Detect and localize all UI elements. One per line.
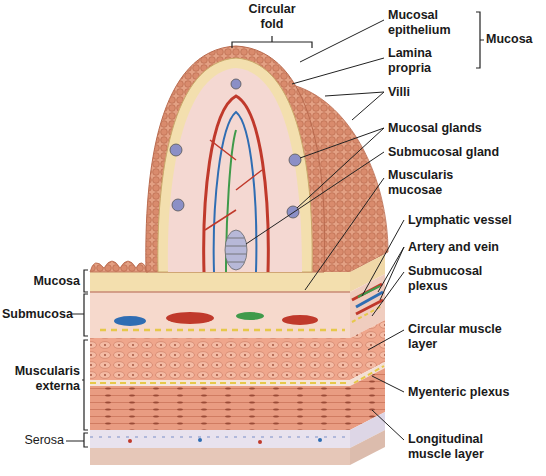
- part-label: Mucosal glands: [388, 121, 482, 136]
- part-label: Serosa: [6, 433, 64, 448]
- part-label: Villi: [388, 85, 410, 100]
- part-label: Lymphatic vessel: [408, 213, 512, 228]
- part-label: Artery and vein: [408, 240, 499, 255]
- part-label: Mucosa: [486, 32, 533, 47]
- part-label: Submucosal gland: [388, 145, 499, 160]
- part-label: Lamina propria: [388, 46, 468, 76]
- part-label: Myenteric plexus: [408, 385, 509, 400]
- part-label: Muscularis externa: [2, 364, 80, 394]
- part-label: Circular muscle layer: [408, 322, 512, 352]
- part-label: Submucosal plexus: [408, 264, 498, 294]
- part-label: Circular fold: [236, 2, 308, 32]
- part-label: Muscularis mucosae: [388, 168, 478, 198]
- part-label: Longitudinal muscle layer: [408, 432, 512, 462]
- part-label: Mucosal epithelium: [388, 8, 474, 38]
- part-label: Submucosa: [2, 307, 70, 322]
- part-label: Mucosa: [2, 274, 80, 289]
